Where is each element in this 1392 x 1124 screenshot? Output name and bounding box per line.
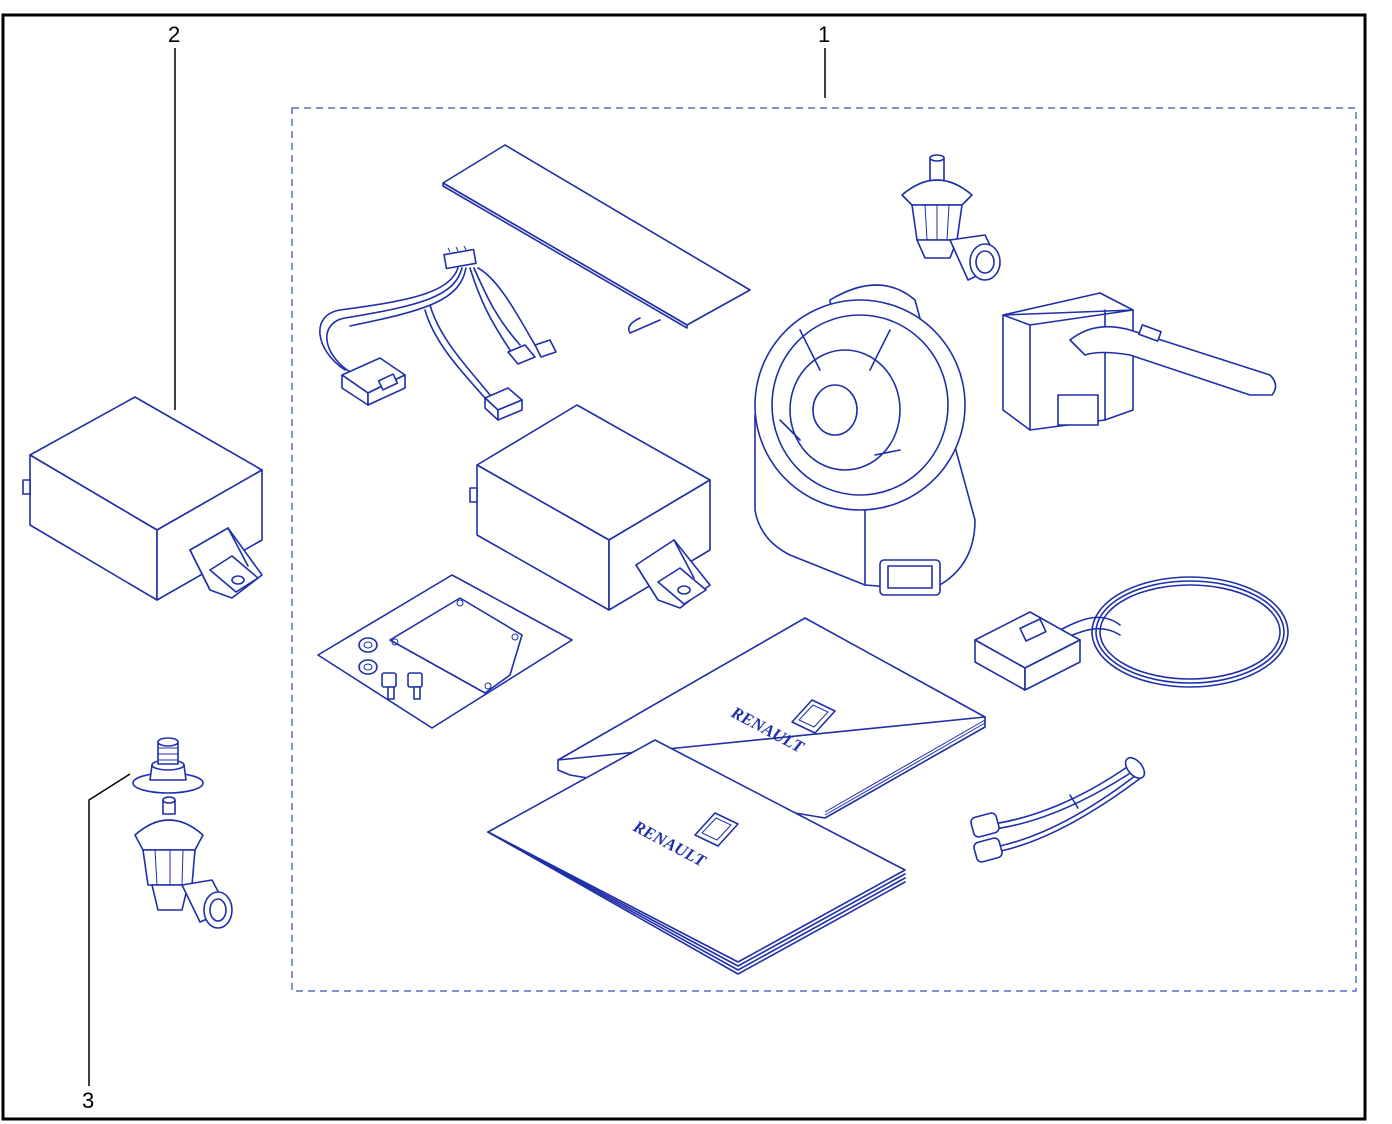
callout-3: 3 (82, 1088, 94, 1113)
control-module-kit (469, 404, 711, 611)
callout-2: 2 (168, 22, 180, 47)
siren (754, 284, 976, 596)
adhesive-strip (442, 144, 751, 334)
looped-cable (974, 576, 1289, 691)
kit-boundary (291, 107, 1357, 992)
leader-3 (88, 773, 131, 1086)
mounting-bracket (1002, 292, 1277, 431)
small-harness (970, 756, 1146, 863)
wiring-harness (319, 245, 557, 421)
diagram-border (1, 13, 1367, 1121)
hardware-pouch (317, 574, 573, 729)
manual-front: RENAULT (487, 739, 906, 975)
callout-1: 1 (818, 22, 830, 47)
hood-sensor (901, 154, 1001, 281)
sensor-left (132, 737, 233, 929)
control-module-left (22, 396, 263, 601)
